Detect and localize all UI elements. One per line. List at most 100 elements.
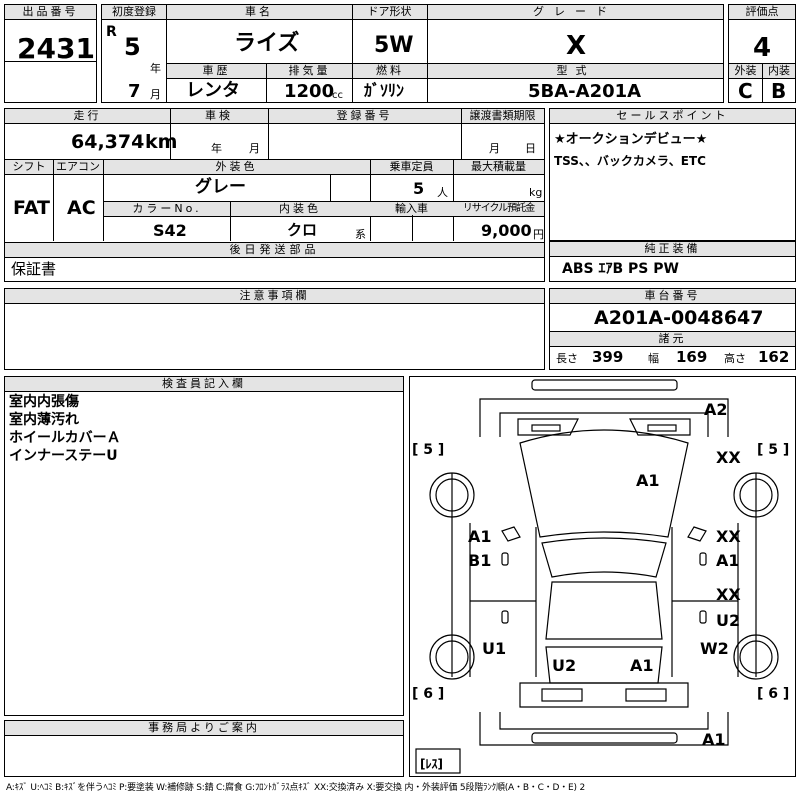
later-parts-label: 後日発送部品 [5, 243, 544, 258]
era: R [106, 24, 117, 40]
month-unit: 月 [150, 88, 161, 101]
details-block: 走行 車検 登録番号 譲渡書類期限 64,374 km 年 月 月 日 シフト … [4, 108, 545, 282]
mark-back-door-r: A1 [630, 656, 654, 675]
mark-back-door-l: U2 [552, 656, 577, 675]
max-load-unit: kg [529, 186, 543, 199]
year-unit: 年 [150, 62, 161, 75]
tire-fr: [ 5 ] [757, 442, 790, 458]
chassis-number: A201A-0048647 [594, 307, 764, 329]
model-label: 型式 [428, 64, 723, 79]
equipment-label: 純正装備 [550, 242, 795, 257]
car-name-label: 車名 [166, 5, 352, 20]
plate-label: 登録番号 [268, 109, 461, 124]
mark-r-quarter: W2 [700, 639, 729, 658]
vehicle-info-block: 初度登録 車名 ドア形状 グレード R 5 年 ライズ 5W X 車歴 排気量 … [101, 4, 724, 103]
inspector-line-4: インナーステーU [9, 448, 118, 464]
tire-rr: [ 6 ] [757, 686, 790, 702]
inspector-block: 検査員記入欄 室内内張傷 室内薄汚れ ホイールカバーＡ インナーステーU [4, 376, 404, 716]
inspector-line-2: 室内薄汚れ [9, 412, 79, 428]
equipment: ABS ｴｱB PS PW [562, 261, 679, 277]
grade: X [566, 31, 587, 61]
displacement: 1200 [284, 81, 335, 102]
score-cell: 評価点 4 外装 内装 C B [728, 4, 796, 103]
width-label: 幅 [648, 352, 659, 365]
mark-l-front-door-2: B1 [468, 551, 492, 570]
equipment-block: 純正装備 ABS ｴｱB PS PW [549, 241, 796, 282]
exterior-grade: C [738, 79, 753, 103]
max-load-label: 最大積載量 [453, 160, 544, 175]
capacity-label: 乗車定員 [370, 160, 453, 175]
mark-l-quarter: U1 [482, 639, 507, 658]
reg-month: 7 [128, 81, 141, 102]
tire-rl: [ 6 ] [412, 686, 445, 702]
ac-label: エアコン [53, 160, 103, 175]
height: 162 [758, 348, 790, 366]
selling-line-2: TSS、、バックカメラ、ETC [554, 154, 706, 168]
transfer-month-unit: 月 [489, 142, 500, 155]
inspection-year-unit: 年 [211, 142, 222, 155]
recycle: 9,000 [481, 221, 532, 240]
mark-front-bumper: A2 [704, 400, 728, 419]
chassis-block: 車台番号 A201A-0048647 諸元 長さ 399 幅 169 高さ 16… [549, 288, 796, 370]
later-parts: 保証書 [11, 260, 57, 278]
mark-r-rear-door-1: XX [716, 585, 741, 604]
spare-label: [ﾚｽ] [420, 757, 443, 771]
car-outline [415, 379, 779, 774]
grade-label: グレード [427, 5, 723, 20]
legend: A:ｷｽﾞ U:ﾍｺﾐ B:ｷｽﾞを伴うﾍｺﾐ P:要塗装 W:補修跡 S:錆 … [6, 783, 585, 793]
chassis-label: 車台番号 [550, 289, 795, 304]
capacity-unit: 人 [437, 186, 448, 199]
reg-year: 5 [124, 33, 141, 61]
width: 169 [676, 348, 708, 366]
ac: AC [67, 197, 96, 219]
color-no-label: カラーNo. [104, 202, 230, 217]
first-reg-label: 初度登録 [102, 5, 166, 20]
displacement-unit: cc [332, 90, 343, 101]
color-no: S42 [153, 221, 187, 240]
office-label: 事務局よりご案内 [5, 721, 403, 736]
lot-number: 2431 [17, 32, 95, 65]
lot-number-cell: 出品番号 2431 [4, 4, 97, 103]
ext-color-label: 外装色 [103, 160, 370, 175]
mileage-unit: km [145, 131, 178, 153]
inspection-label: 車検 [170, 109, 268, 124]
fuel: ｶﾞｿﾘﾝ [364, 81, 405, 100]
notes-label: 注意事項欄 [5, 289, 544, 304]
selling-line-1: ★オークションデビュー★ [554, 132, 708, 147]
int-color: クロ [287, 221, 318, 239]
length: 399 [592, 348, 624, 366]
displacement-label: 排気量 [267, 64, 352, 79]
tire-fl: [ 5 ] [412, 442, 445, 458]
exterior-label: 外装 [729, 64, 762, 79]
transfer-day-unit: 日 [525, 142, 536, 155]
mark-hood: A1 [636, 471, 660, 490]
notes-block: 注意事項欄 [4, 288, 545, 370]
transfer-label: 譲渡書類期限 [461, 109, 544, 124]
lot-number-label: 出品番号 [5, 5, 96, 20]
capacity: 5 [413, 179, 425, 198]
car-diagram: [ 5 ] [ 5 ] [ 6 ] [ 6 ] [ﾚｽ] A2 A1 XX A1… [409, 376, 796, 777]
history: レンタ [186, 80, 240, 101]
selling-point-block: セールスポイント ★オークションデビュー★ TSS、、バックカメラ、ETC [549, 108, 796, 241]
mark-rear-bumper: A1 [702, 730, 726, 749]
length-label: 長さ [556, 352, 578, 365]
mark-l-front-door-1: A1 [468, 527, 492, 546]
fuel-label: 燃料 [353, 64, 427, 79]
inspector-line-1: 室内内張傷 [9, 394, 79, 410]
shift-label: シフト [5, 160, 53, 175]
mark-r-front-door-1: XX [716, 527, 741, 546]
history-label: 車歴 [167, 64, 266, 79]
spec-label: 諸元 [550, 332, 795, 347]
mileage-label: 走行 [5, 109, 170, 124]
import-label: 輸入車 [370, 202, 453, 217]
score-label: 評価点 [729, 5, 795, 20]
interior-grade: B [771, 79, 787, 103]
car-name: ライズ [234, 31, 300, 56]
mark-r-front-door-2: A1 [716, 551, 740, 570]
door-label: ドア形状 [352, 5, 427, 20]
office-block: 事務局よりご案内 [4, 720, 404, 777]
score: 4 [753, 33, 772, 63]
model: 5BA-A201A [528, 81, 642, 102]
int-color-unit: 系 [355, 228, 366, 241]
selling-label: セールスポイント [550, 109, 795, 124]
